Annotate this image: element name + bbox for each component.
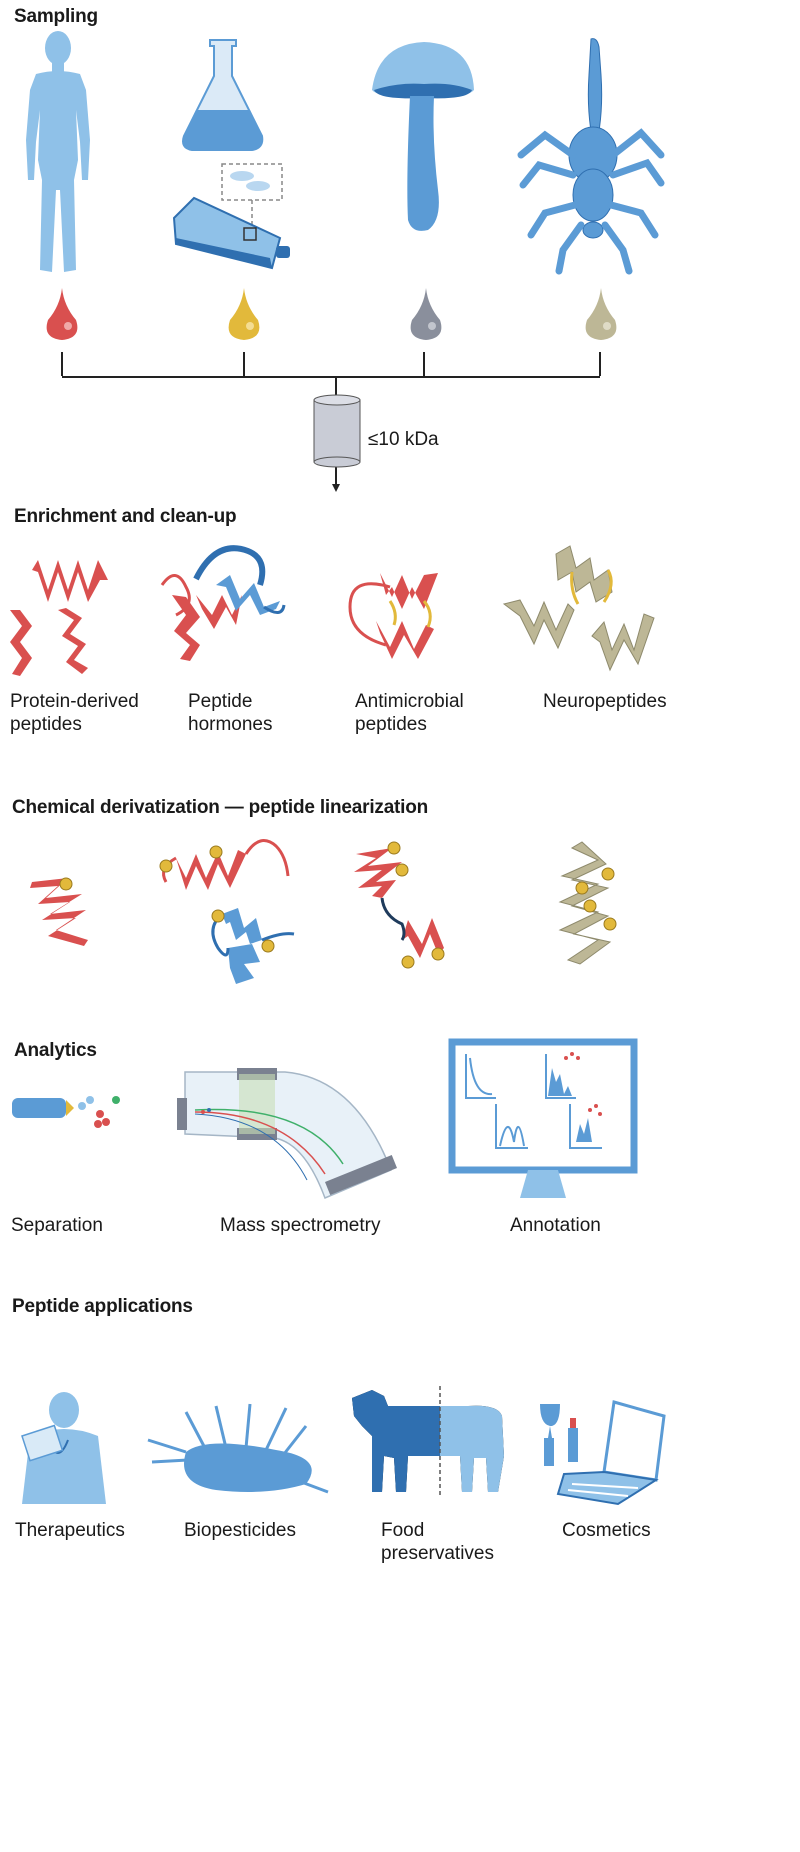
section-title-analytics: Analytics [14,1040,97,1061]
human-body-icon [26,31,90,272]
label-therapeutics: Therapeutics [15,1520,125,1541]
flask-and-cell-culture-icon [172,39,290,270]
insect-icon [147,1403,329,1494]
linearized-protein-derived-peptide-icon [30,877,88,946]
cosmetics-laptop-icon [540,1400,666,1506]
label-food-preservatives: Food preservatives [381,1520,494,1564]
scorpion-icon [517,38,665,275]
linearized-peptide-hormone-icon [159,839,295,984]
label-neuropeptides: Neuropeptides [543,691,667,712]
section-title-derivatization: Chemical derivatization — peptide linear… [12,797,429,818]
doctor-icon [21,1392,106,1504]
label-protein-derived-peptides: Protein-derived peptides [10,691,139,735]
section-title-enrichment: Enrichment and clean-up [14,506,237,527]
khaki-drop-icon [585,288,617,340]
section-title-sampling: Sampling [14,6,98,27]
grey-drop-icon [410,288,442,340]
label-separation: Separation [11,1215,103,1236]
mass-spectrometer-icon [177,1068,398,1199]
sample-pooling-connector [61,352,601,492]
cow-icon [352,1386,504,1496]
label-mass-spectrometry: Mass spectrometry [220,1215,381,1236]
separation-column-icon [12,1096,120,1128]
label-peptide-hormones: Peptide hormones [188,691,273,735]
red-drop-icon [46,288,78,340]
peptide-hormones-icon [160,545,286,661]
linearized-neuropeptide-icon [558,841,617,965]
filter-cutoff-label: ≤10 kDa [368,429,439,450]
protein-derived-peptides-icon [10,560,108,676]
annotation-monitor-icon [448,1038,638,1198]
label-antimicrobial-peptides: Antimicrobial peptides [355,691,464,735]
linearized-antimicrobial-peptide-icon [354,841,445,969]
filter-cylinder-icon [313,394,361,468]
mushroom-icon [372,42,474,231]
yellow-drop-icon [228,288,260,340]
antimicrobial-peptides-icon [348,573,438,659]
label-annotation: Annotation [510,1215,601,1236]
section-title-applications: Peptide applications [12,1296,193,1317]
label-biopesticides: Biopesticides [184,1520,296,1541]
neuropeptides-icon [502,545,655,672]
label-cosmetics: Cosmetics [562,1520,651,1541]
